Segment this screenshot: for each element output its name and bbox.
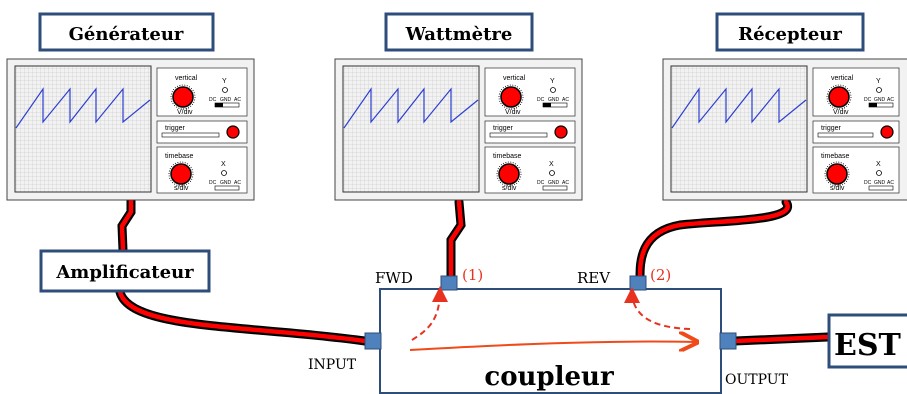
svg-text:GND: GND	[548, 180, 560, 186]
wattmetre-title-box	[384, 12, 534, 52]
wattmetre-vertical-knob	[500, 86, 522, 108]
rev-port	[629, 275, 647, 291]
amplifier-label: Amplificateur	[55, 262, 194, 283]
coupler: coupleur FWD REV INPUT OUTPUT (1) (2)	[308, 266, 789, 394]
generateur-vdiv-label: V/div	[177, 109, 193, 116]
svg-text:trigger: trigger	[493, 125, 514, 132]
svg-text:X: X	[876, 161, 881, 168]
recepteur-vertical-knob	[828, 86, 850, 108]
output-port	[719, 332, 737, 350]
fwd-port	[440, 275, 458, 291]
generateur-trigger-panel	[156, 120, 248, 144]
wattmetre-timebase-knob	[498, 163, 520, 185]
generateur-y-label: Y	[222, 78, 227, 85]
svg-text:AC: AC	[234, 180, 241, 186]
svg-text:V/div: V/div	[833, 109, 849, 116]
recepteur-screen	[670, 65, 808, 193]
device-under-test: EST	[827, 313, 907, 369]
svg-text:DC: DC	[537, 180, 545, 186]
amplifier: Amplificateur	[39, 249, 211, 293]
generateur-screen	[14, 65, 152, 193]
svg-text:X: X	[221, 161, 226, 168]
cable-generator-amplifier	[117, 195, 136, 255]
main-signal-arrow	[409, 342, 695, 350]
svg-text:AC: AC	[234, 97, 241, 103]
fwd-label: FWD	[375, 269, 413, 287]
cable-amplifier-input	[115, 287, 370, 346]
svg-text:GND: GND	[220, 97, 232, 103]
est-box	[827, 313, 907, 369]
svg-text:GND: GND	[220, 180, 232, 186]
svg-text:timebase: timebase	[821, 153, 850, 160]
svg-text:timebase: timebase	[493, 153, 522, 160]
cable-recepteur-rev	[635, 197, 793, 283]
input-label: INPUT	[308, 357, 357, 373]
svg-text:Y: Y	[550, 78, 555, 85]
svg-text:AC: AC	[887, 180, 894, 186]
svg-text:AC: AC	[562, 180, 569, 186]
output-label: OUTPUT	[725, 372, 789, 388]
coupler-label: coupleur	[484, 362, 614, 392]
amplifier-box	[39, 249, 211, 293]
cables	[115, 195, 833, 346]
svg-text:V/div: V/div	[505, 109, 521, 116]
recepteur-trigger-knob	[880, 125, 894, 139]
generateur-title-box	[38, 12, 215, 52]
svg-text:AC: AC	[887, 97, 894, 103]
generateur-timebase-knob	[170, 163, 192, 185]
est-label: EST	[834, 328, 902, 363]
generateur-vertical-knob	[172, 86, 194, 108]
cable-wattmetre-fwd	[446, 197, 466, 281]
svg-text:s/div: s/div	[174, 185, 189, 192]
svg-text:X: X	[549, 161, 554, 168]
rev-label: REV	[577, 269, 611, 287]
port-2-label: (2)	[650, 266, 671, 284]
recepteur-waveform	[671, 87, 807, 129]
port-1-label: (1)	[462, 266, 483, 284]
svg-text:DC: DC	[864, 97, 872, 103]
generateur-trigger-knob	[226, 125, 240, 139]
svg-text:Y: Y	[876, 78, 881, 85]
svg-text:vertical: vertical	[831, 75, 854, 82]
instrument-wattmetre: Wattmètre vertical V/div Y DC GND AC tri…	[334, 12, 583, 201]
generateur-vertical-panel	[156, 67, 248, 117]
generateur-title: Générateur	[69, 24, 184, 45]
svg-text:trigger: trigger	[165, 125, 186, 132]
svg-text:DC: DC	[209, 180, 217, 186]
recepteur-title: Récepteur	[738, 24, 842, 45]
svg-text:trigger: trigger	[821, 125, 842, 132]
svg-text:s/div: s/div	[502, 185, 517, 192]
svg-text:DC: DC	[537, 97, 545, 103]
svg-text:GND: GND	[548, 97, 560, 103]
svg-text:GND: GND	[874, 97, 886, 103]
instrument-recepteur: Récepteur vertical V/div Y DC GND AC tri…	[662, 12, 907, 201]
svg-text:DC: DC	[864, 180, 872, 186]
generateur-vertical-label: vertical	[175, 75, 198, 82]
wattmetre-screen	[342, 65, 480, 193]
cable-output-est	[730, 332, 833, 346]
wattmetre-waveform	[343, 87, 479, 129]
wattmetre-title: Wattmètre	[405, 24, 513, 45]
reverse-coupled-arrow	[624, 287, 691, 330]
wattmetre-trigger-knob	[554, 125, 568, 139]
svg-text:vertical: vertical	[503, 75, 526, 82]
svg-text:timebase: timebase	[165, 153, 194, 160]
svg-text:GND: GND	[874, 180, 886, 186]
input-port	[364, 332, 382, 350]
recepteur-timebase-knob	[826, 163, 848, 185]
forward-coupled-arrow	[411, 286, 448, 341]
svg-text:AC: AC	[562, 97, 569, 103]
instrument-generateur: Générateur vertical V/div Y DC GND AC tr…	[6, 12, 255, 201]
svg-text:DC: DC	[209, 97, 217, 103]
svg-text:s/div: s/div	[830, 185, 845, 192]
generateur-waveform	[15, 87, 151, 129]
recepteur-title-box	[715, 12, 865, 52]
